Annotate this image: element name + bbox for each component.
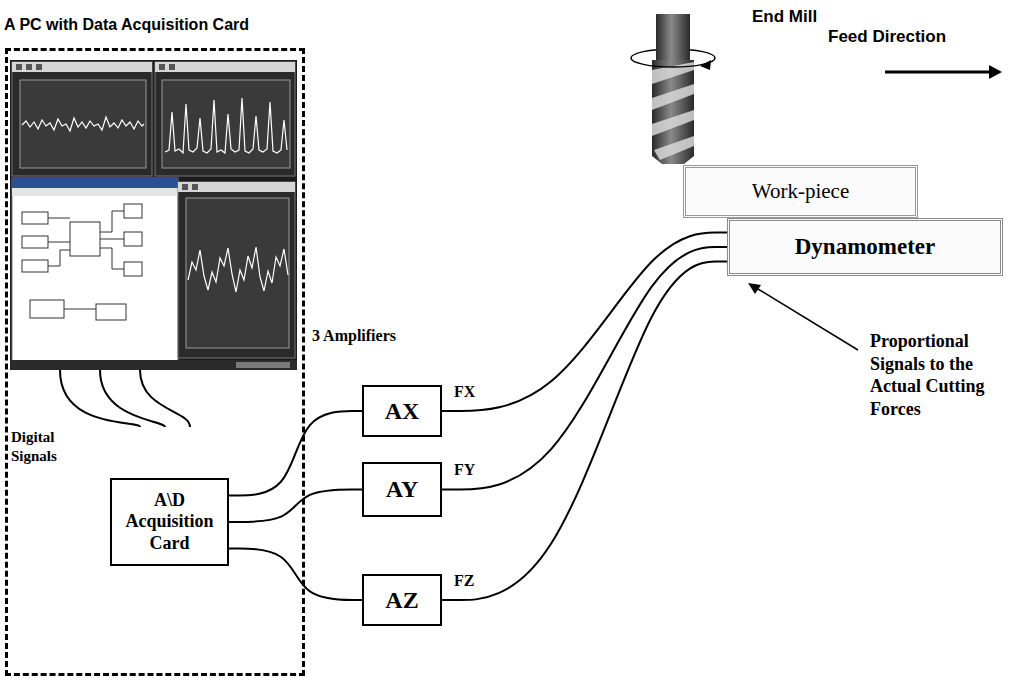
signal-wire [140,370,190,427]
signal-label: Digital Signals [11,428,75,466]
scope-window [155,62,295,176]
pc-region: A PC with Data Acquisition CardA\D Acqui… [5,48,305,676]
node-text: Dynamometer [795,233,936,261]
taskbar-button [236,362,290,368]
note-label: Proportional Signals to the Actual Cutti… [870,330,1004,420]
toolbar-icon [36,64,42,70]
signal-cable [229,490,362,523]
scope-window [178,182,295,358]
model-block [22,260,48,272]
feed-arrow [885,65,1002,79]
rotation-arrowhead [700,60,711,70]
node-text: A\D Acquisition Card [119,490,220,555]
mill-flutes [652,60,694,164]
plot-area [186,198,289,348]
dynamometer-box: Dynamometer [727,218,1003,276]
digital-signal-wires [60,370,190,427]
group-label: 3 Amplifiers [312,326,396,346]
signal-cable [442,247,727,490]
region-heading: A PC with Data Acquisition Card [4,15,298,34]
amplifier-box: AX [362,385,442,437]
model-wires [48,211,124,309]
title-bar [178,182,295,192]
workpiece-box: Work-piece [683,165,918,218]
taskbar [10,360,297,370]
acquisition-card: A\D Acquisition Card [110,478,229,566]
toolbar-icon [16,64,22,70]
plot-area [162,80,290,168]
cable-label-holder: FZ [452,572,476,590]
toolbar-icon [182,184,188,190]
toolbar-icon [169,64,175,70]
label-holder: 3 Amplifiers [312,326,396,346]
node-text: AX [385,397,420,426]
node-text: AZ [385,586,418,615]
amplifier-box: AZ [362,574,442,626]
toolbar [12,188,178,196]
pointer-arrow [748,283,858,350]
signal-cable [229,548,362,600]
model-block [124,262,142,276]
pointer-arrow-line [758,289,858,350]
signal-cable [442,262,727,601]
feed-arrowhead [989,65,1002,79]
plot-area [20,80,146,168]
model-block [22,236,48,248]
mill-helix [652,62,694,160]
signal-wire [100,370,165,427]
label-holder: End Mill [752,6,817,27]
model-block [22,212,48,224]
label-holder: Proportional Signals to the Actual Cutti… [870,330,1004,420]
model-block [124,232,142,246]
end-mill [631,14,715,164]
toolbar-icon [26,64,32,70]
model-block [96,304,126,320]
force-trace [188,247,288,292]
toolbar-icon [192,184,198,190]
amplifier-box: AY [362,462,442,517]
toolbar-icon [159,64,165,70]
signal-name: FX [452,383,477,401]
signal-name: FY [452,461,477,479]
model-window [12,178,178,362]
node-text: AY [386,475,418,504]
title-bar [12,178,178,188]
title-bar [155,62,295,72]
mill-shank [656,14,690,62]
model-block [70,222,100,256]
cable-label-holder: FX [452,383,477,401]
pointer-arrowhead [748,283,761,294]
pc-screenshot [10,60,297,370]
label-holder: Digital Signals [11,428,75,466]
force-trace [22,117,144,131]
signal-cable [229,411,362,496]
direction-label: Feed Direction [828,26,946,47]
signal-cable [442,233,727,412]
feed-arrow-line [885,71,991,74]
model-block [30,300,64,318]
screen-ground [10,60,297,370]
cable-label-holder: FY [452,461,477,479]
title-bar [12,62,152,72]
model-block [124,204,142,218]
signal-name: FZ [452,572,476,590]
node-text: Work-piece [752,179,849,204]
label-holder: Feed Direction [828,26,946,47]
force-trace [165,98,287,153]
scope-window [12,62,152,176]
part-label: End Mill [752,6,817,27]
